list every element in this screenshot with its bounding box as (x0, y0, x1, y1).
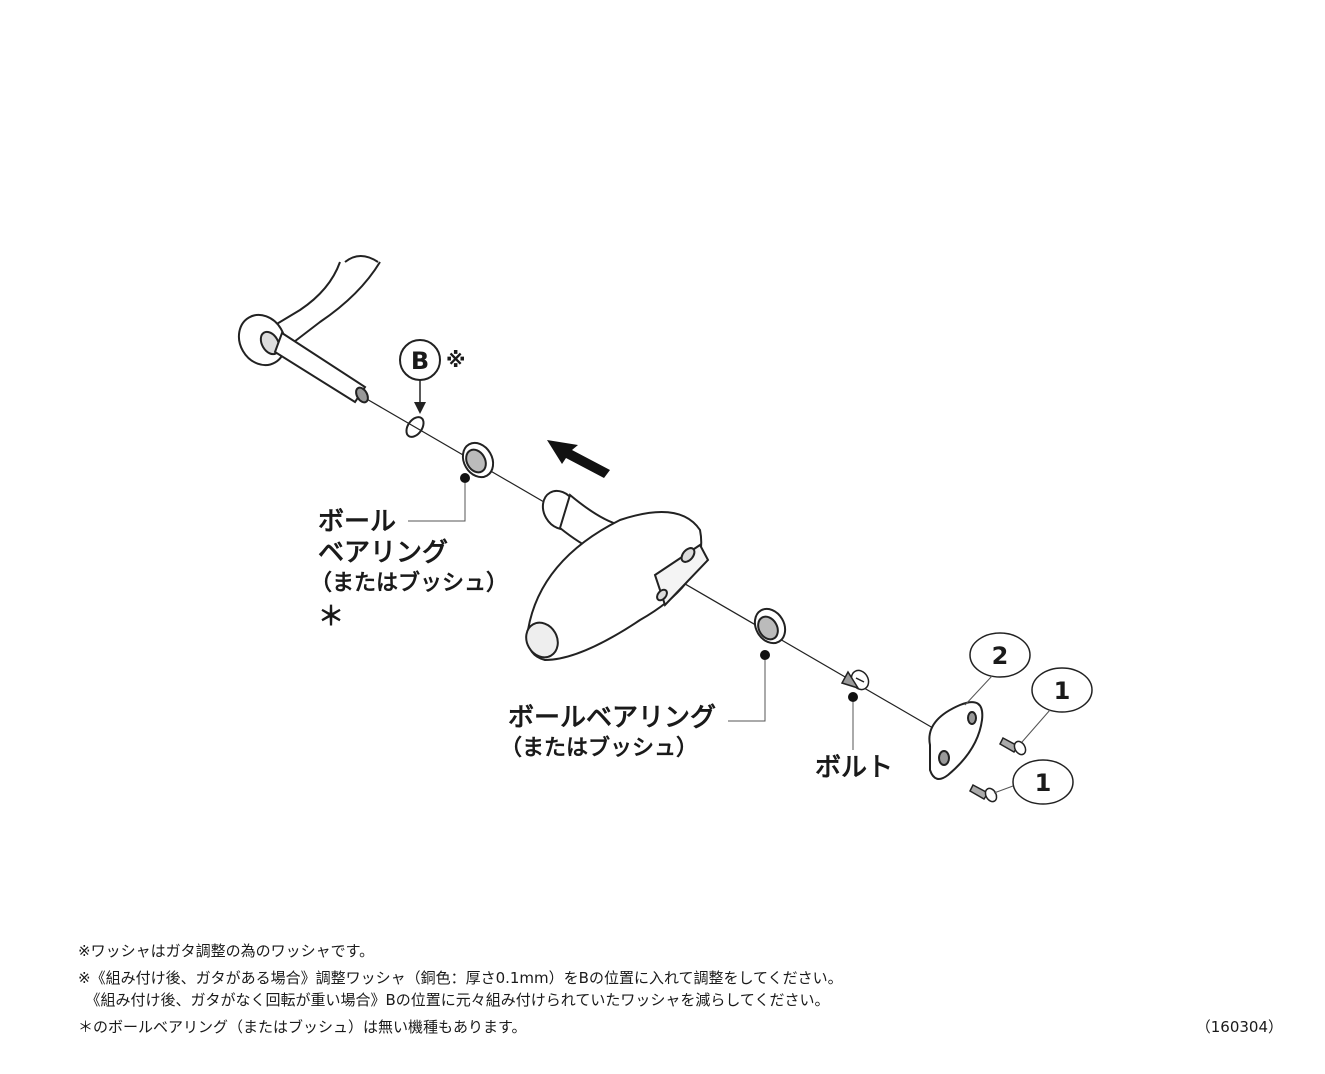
b-callout-mark: ※ (446, 348, 465, 372)
part-1a-leader (1021, 709, 1051, 743)
b-pointer-arrowhead (414, 402, 426, 414)
part-1b-callout (1012, 759, 1074, 805)
bolt-dot (848, 692, 858, 702)
note-line-1: ※ワッシャはガタ調整の為のワッシャです。 (78, 942, 375, 960)
screw-1a (999, 736, 1027, 756)
ball-bearing-2 (753, 607, 787, 645)
part-2-callout (969, 632, 1031, 678)
bearing-top-label-line1: ボール (318, 507, 397, 537)
bearing-1-leader (408, 483, 466, 522)
ball-bearing-1 (461, 441, 495, 479)
part-2-leader (964, 675, 993, 706)
bearing-2-leader (728, 660, 766, 722)
part-1a-callout (1031, 667, 1093, 713)
washer-ring (405, 416, 425, 438)
part-1b-number: 1 (1035, 769, 1052, 797)
part-1b-leader (993, 785, 1014, 794)
screw-1b (969, 783, 998, 803)
handle-knob (525, 489, 710, 662)
part-1a-number: 1 (1054, 677, 1071, 705)
note-line-2: ※《組み付け後、ガタがある場合》調整ワッシャ（銅色：厚さ0.1mm）をBの位置に… (78, 969, 843, 987)
bearing-2-dot (760, 650, 770, 660)
bolt-label: ボルト (815, 753, 894, 783)
bearing-1-dot (460, 473, 470, 483)
bearing-top-label-line3: （またはブッシュ） (310, 571, 509, 596)
assembly-direction-arrow (547, 440, 610, 478)
b-callout-letter: B (411, 347, 429, 375)
cap-plate (928, 701, 984, 780)
part-2-number: 2 (992, 642, 1009, 670)
bearing-top-asterisk: ＊ (318, 602, 345, 632)
handle-arm (237, 255, 381, 404)
bearing-mid-label-line2: （またはブッシュ） (500, 736, 699, 761)
bolt-part (840, 669, 870, 691)
bearing-top-label-line2: ベアリング (318, 538, 449, 568)
note-line-4: ＊のボールベアリング（またはブッシュ）は無い機種もあります。 (78, 1018, 527, 1036)
document-code: （160304） (1195, 1018, 1283, 1036)
note-line-3: 《組み付け後、ガタがなく回転が重い場合》Bの位置に元々組み付けられていたワッシャ… (78, 991, 830, 1009)
bearing-mid-label-line1: ボールベアリング (508, 703, 717, 733)
